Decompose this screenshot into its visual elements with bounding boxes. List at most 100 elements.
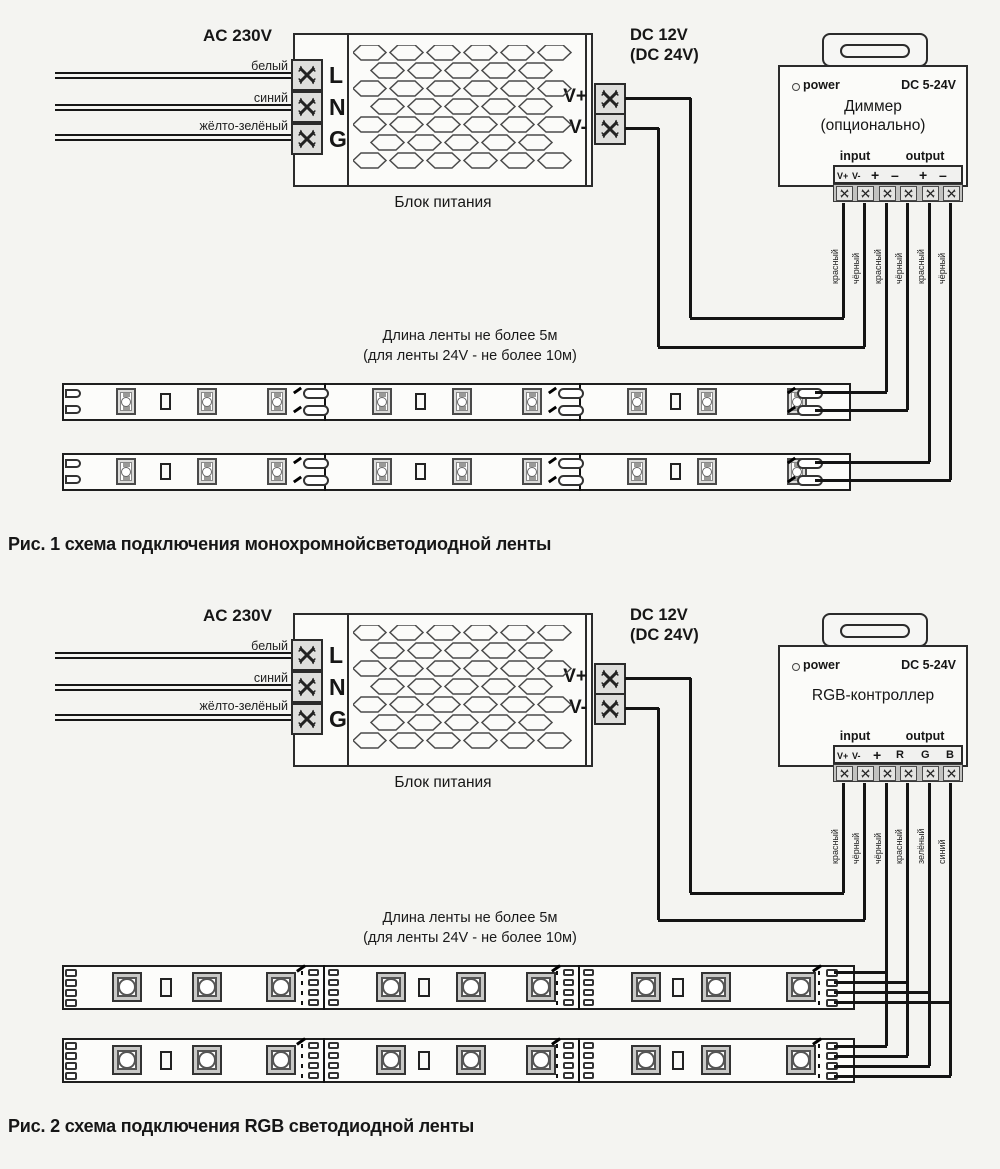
resistor-chip <box>160 978 172 997</box>
mains-wire <box>55 72 292 79</box>
screw-terminal-icon <box>900 766 917 781</box>
led-pin <box>273 463 281 467</box>
led-pin <box>703 476 711 480</box>
rgb-led-chip <box>456 972 486 1002</box>
led-chip-body <box>201 392 213 411</box>
wire-segment <box>834 971 887 974</box>
screw-x-icon <box>904 769 913 778</box>
mains-wire <box>55 684 292 691</box>
ac-voltage-label: AC 230V <box>203 26 272 45</box>
wire-segment <box>689 98 692 318</box>
solder-pad <box>563 989 574 996</box>
led-chip-body <box>271 392 283 411</box>
wire-segment <box>815 391 887 394</box>
led-pin <box>703 463 711 467</box>
input-label: input <box>839 149 871 163</box>
screw-strip <box>833 184 963 202</box>
rgb-led-chip <box>526 972 556 1002</box>
figure-2-rgb-diagram: AC 230V белый синий жёлто-зелёный L N G … <box>0 580 1000 1169</box>
wire-segment <box>885 203 888 392</box>
cut-dash <box>818 1064 820 1068</box>
led-dome <box>792 466 802 477</box>
led-chip <box>197 458 217 485</box>
wire-segment <box>815 461 930 464</box>
terminal-vplus: V+ <box>837 751 849 761</box>
vent-grille <box>351 624 577 757</box>
strip-note-line1: Длина ленты не более 5м <box>382 910 558 926</box>
solder-pad <box>583 999 594 1006</box>
led-strip-mono <box>62 453 851 491</box>
screw-x-icon <box>926 189 935 198</box>
rgb-led-dome <box>272 978 290 996</box>
solder-pad <box>328 1062 339 1069</box>
led-dome <box>121 396 131 407</box>
led-pin <box>273 393 281 397</box>
led-strip-rgb <box>62 1037 855 1083</box>
led-chip <box>372 458 392 485</box>
rgb-led-body <box>117 1050 137 1070</box>
solder-pad <box>308 1072 319 1079</box>
rgb-led-dome <box>792 1051 810 1069</box>
led-chip-body <box>376 392 388 411</box>
solder-pad <box>328 1052 339 1059</box>
screw-terminal-icon <box>594 83 626 115</box>
solder-tab <box>65 459 81 468</box>
solder-pad <box>308 989 319 996</box>
solder-tab <box>65 999 77 1007</box>
solder-pad <box>558 388 584 399</box>
solder-pad <box>303 388 329 399</box>
mains-wire <box>55 652 292 659</box>
screw-x-icon <box>883 769 892 778</box>
scissors-mark-icon <box>547 386 558 395</box>
led-chip <box>116 458 136 485</box>
led-pin <box>528 393 536 397</box>
wire-segment <box>906 203 909 410</box>
rgb-led-chip <box>192 972 222 1002</box>
terminal-vminus: V- <box>852 751 861 761</box>
cut-dash <box>301 1074 303 1078</box>
led-dome <box>702 396 712 407</box>
mains-wire <box>55 104 292 111</box>
wire-segment <box>834 991 930 994</box>
controller-subtitle: (опционально) <box>820 117 926 134</box>
solder-pad <box>328 979 339 986</box>
output-label-vplus: V+ <box>563 86 587 107</box>
figure-1-caption: Рис. 1 схема подключения монохромнойсвет… <box>8 534 552 554</box>
scissors-mark-icon <box>547 475 558 484</box>
vent-grille <box>351 44 577 177</box>
rgb-led-chip <box>192 1045 222 1075</box>
screw-terminal-icon <box>900 186 917 201</box>
screw-terminal-icon <box>291 639 323 671</box>
wire-segment <box>928 203 931 462</box>
power-led-icon <box>792 83 800 91</box>
dc-voltage-label-line1: DC 12V <box>630 26 688 44</box>
dc-voltage-label-line2: (DC 24V) <box>630 46 699 64</box>
terminal-label-l: L <box>329 642 344 668</box>
rgb-led-dome <box>382 978 400 996</box>
solder-pad <box>558 475 584 486</box>
screw-x-icon <box>298 709 316 729</box>
led-pin <box>122 476 130 480</box>
led-dome <box>202 466 212 477</box>
mains-wire <box>55 714 292 721</box>
led-pin <box>378 476 386 480</box>
figure-1-monochrome-diagram: AC 230V белый синий жёлто-зелёный L N G … <box>0 0 1000 580</box>
wire-segment <box>690 892 844 895</box>
scissors-mark-icon <box>812 1037 822 1046</box>
rgb-led-body <box>381 1050 401 1070</box>
divider <box>585 615 587 765</box>
rgb-led-dome <box>532 978 550 996</box>
output-label-vminus: V- <box>569 117 587 138</box>
screw-x-icon <box>601 119 619 139</box>
led-dome <box>377 396 387 407</box>
output-label-vminus: V- <box>569 697 587 718</box>
screw-x-icon <box>861 189 870 198</box>
cut-dash <box>818 1044 820 1048</box>
resistor-chip <box>670 463 681 480</box>
terminal-label-g: G <box>329 706 347 732</box>
screw-terminal-icon <box>291 703 323 735</box>
solder-pad <box>583 989 594 996</box>
cut-dash <box>556 971 558 975</box>
wire-segment <box>625 677 691 680</box>
solder-tab <box>65 1072 77 1080</box>
